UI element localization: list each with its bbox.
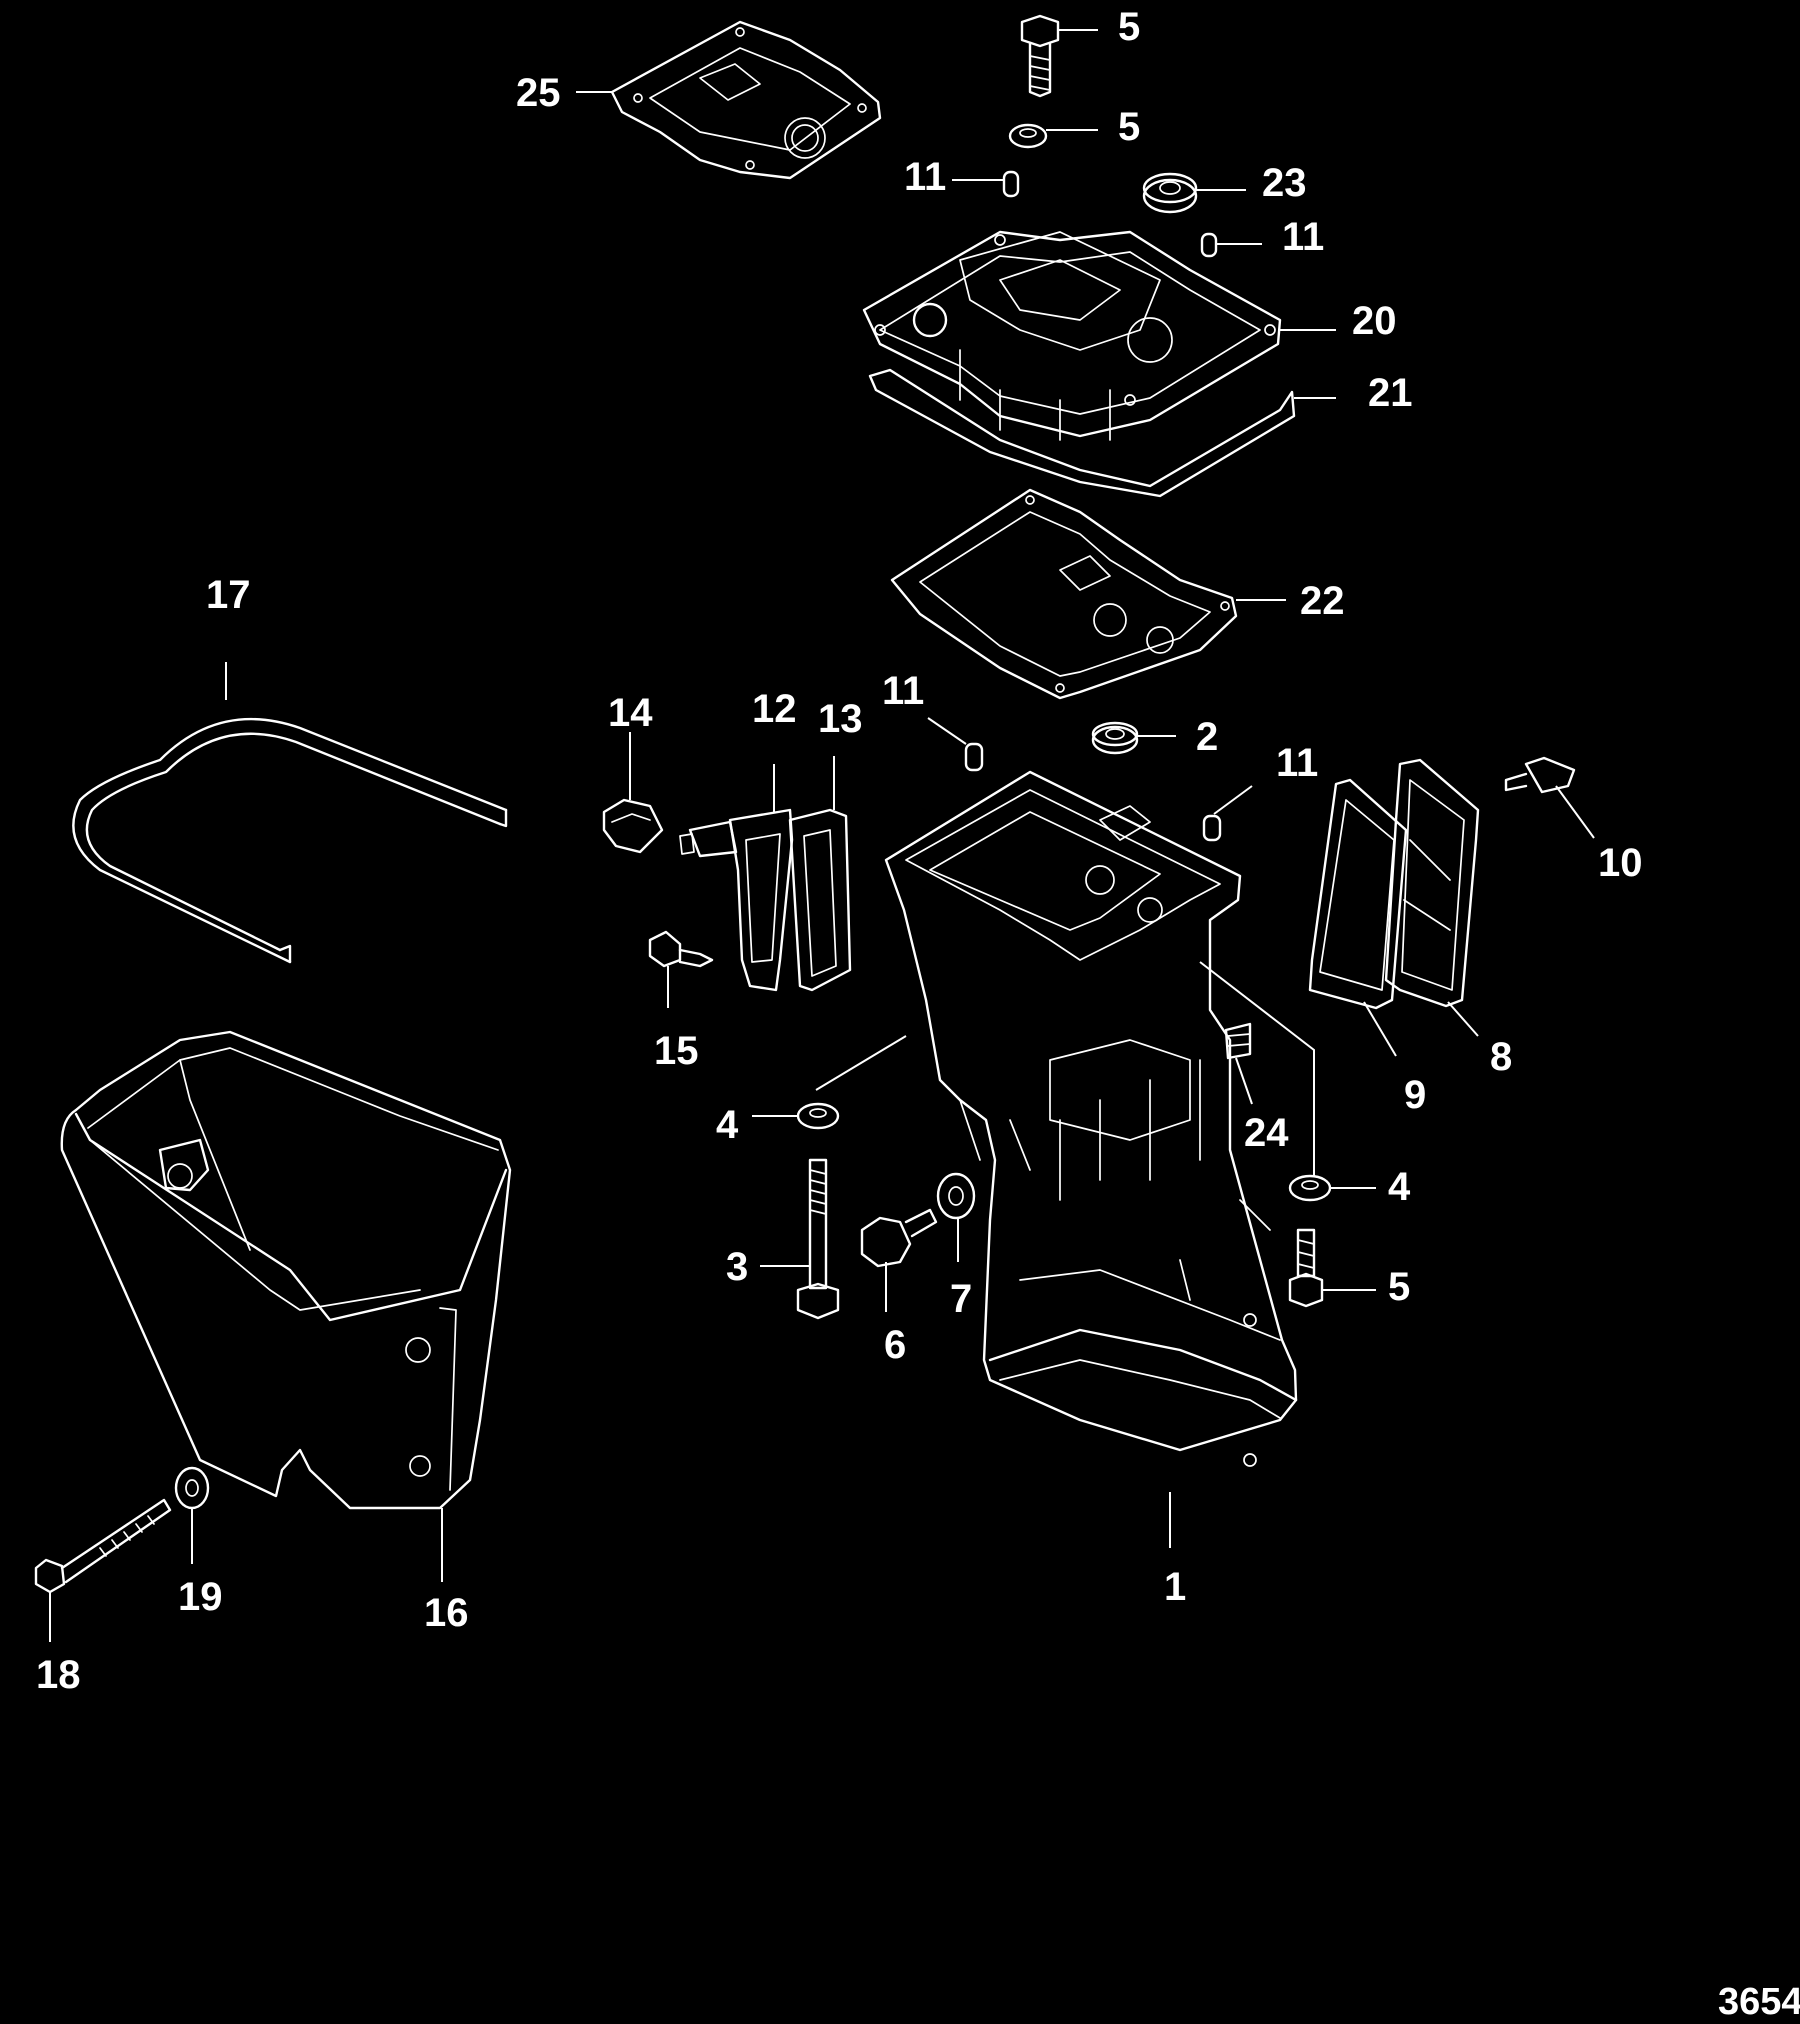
callout-11-a: 11 <box>904 155 946 199</box>
part-5-bolt-lower <box>1288 1228 1324 1308</box>
callout-9: 9 <box>1404 1073 1426 1117</box>
callout-5-lower-bolt: 5 <box>1388 1265 1410 1309</box>
part-4-washer-right <box>1288 1174 1332 1202</box>
callout-11-d: 11 <box>1276 741 1318 785</box>
part-17-seal-strip <box>72 717 508 964</box>
figure-number: 3654 <box>1718 1981 1800 2023</box>
part-16-lower-cowl <box>60 1030 512 1510</box>
part-20-adapter-plate <box>862 230 1282 441</box>
callout-5-top-bolt: 5 <box>1118 5 1140 49</box>
callout-19: 19 <box>178 1575 223 1619</box>
callout-17: 17 <box>206 573 251 617</box>
callout-labels: 25 5 5 11 23 11 20 21 22 17 14 12 13 11 … <box>36 5 1643 1697</box>
part-11-dowel-b <box>1200 232 1218 258</box>
part-3-long-bolt <box>796 1158 840 1320</box>
part-25-gasket <box>610 20 882 180</box>
callout-22: 22 <box>1300 579 1345 623</box>
part-13-gasket <box>788 808 852 992</box>
part-11-dowel-d <box>1202 814 1222 842</box>
part-14-connector <box>602 798 664 854</box>
part-12-cover <box>679 808 794 992</box>
callout-16: 16 <box>424 1591 469 1635</box>
callout-11-c: 11 <box>882 669 924 713</box>
part-18-bolt <box>34 1498 172 1594</box>
callout-14: 14 <box>608 691 653 735</box>
callout-4-right: 4 <box>1388 1165 1411 1209</box>
part-2-seal <box>1091 721 1139 755</box>
part-22-gasket <box>890 488 1238 700</box>
part-19-washer <box>174 1466 210 1510</box>
part-10-bolt <box>1504 756 1576 794</box>
callout-2: 2 <box>1196 715 1218 759</box>
part-15-fitting <box>648 930 714 968</box>
callout-1: 1 <box>1164 1565 1186 1609</box>
callout-24: 24 <box>1244 1111 1289 1155</box>
part-9-gasket <box>1308 778 1408 1010</box>
callout-6: 6 <box>884 1323 906 1367</box>
leader-lines <box>49 29 1595 1642</box>
part-1-driveshaft-housing <box>884 770 1298 1467</box>
callout-15: 15 <box>654 1029 699 1073</box>
part-11-dowel-c <box>964 742 984 772</box>
part-4-washer-left <box>796 1102 840 1130</box>
callout-11-b: 11 <box>1282 215 1324 259</box>
callout-23: 23 <box>1262 161 1307 205</box>
part-5-washer <box>1008 123 1048 149</box>
callout-18: 18 <box>36 1653 81 1697</box>
callout-21: 21 <box>1368 371 1413 415</box>
part-23-seal <box>1142 172 1198 214</box>
callout-12: 12 <box>752 687 797 731</box>
part-8-cover-plate <box>1384 758 1480 1008</box>
callout-25: 25 <box>516 71 561 115</box>
part-21-gasket <box>868 368 1296 498</box>
callout-4-left: 4 <box>716 1103 739 1147</box>
callout-3: 3 <box>726 1245 748 1289</box>
callout-8: 8 <box>1490 1035 1512 1079</box>
callout-20: 20 <box>1352 299 1397 343</box>
part-11-dowel-a <box>1002 170 1020 198</box>
part-5-bolt-top <box>1020 14 1060 98</box>
callout-10: 10 <box>1598 841 1643 885</box>
part-7-washer <box>936 1172 976 1220</box>
part-24-plug <box>1224 1022 1252 1060</box>
callout-7: 7 <box>950 1277 972 1321</box>
part-6-bolt <box>860 1208 938 1268</box>
callout-5-washer: 5 <box>1118 105 1140 149</box>
callout-13: 13 <box>818 697 863 741</box>
